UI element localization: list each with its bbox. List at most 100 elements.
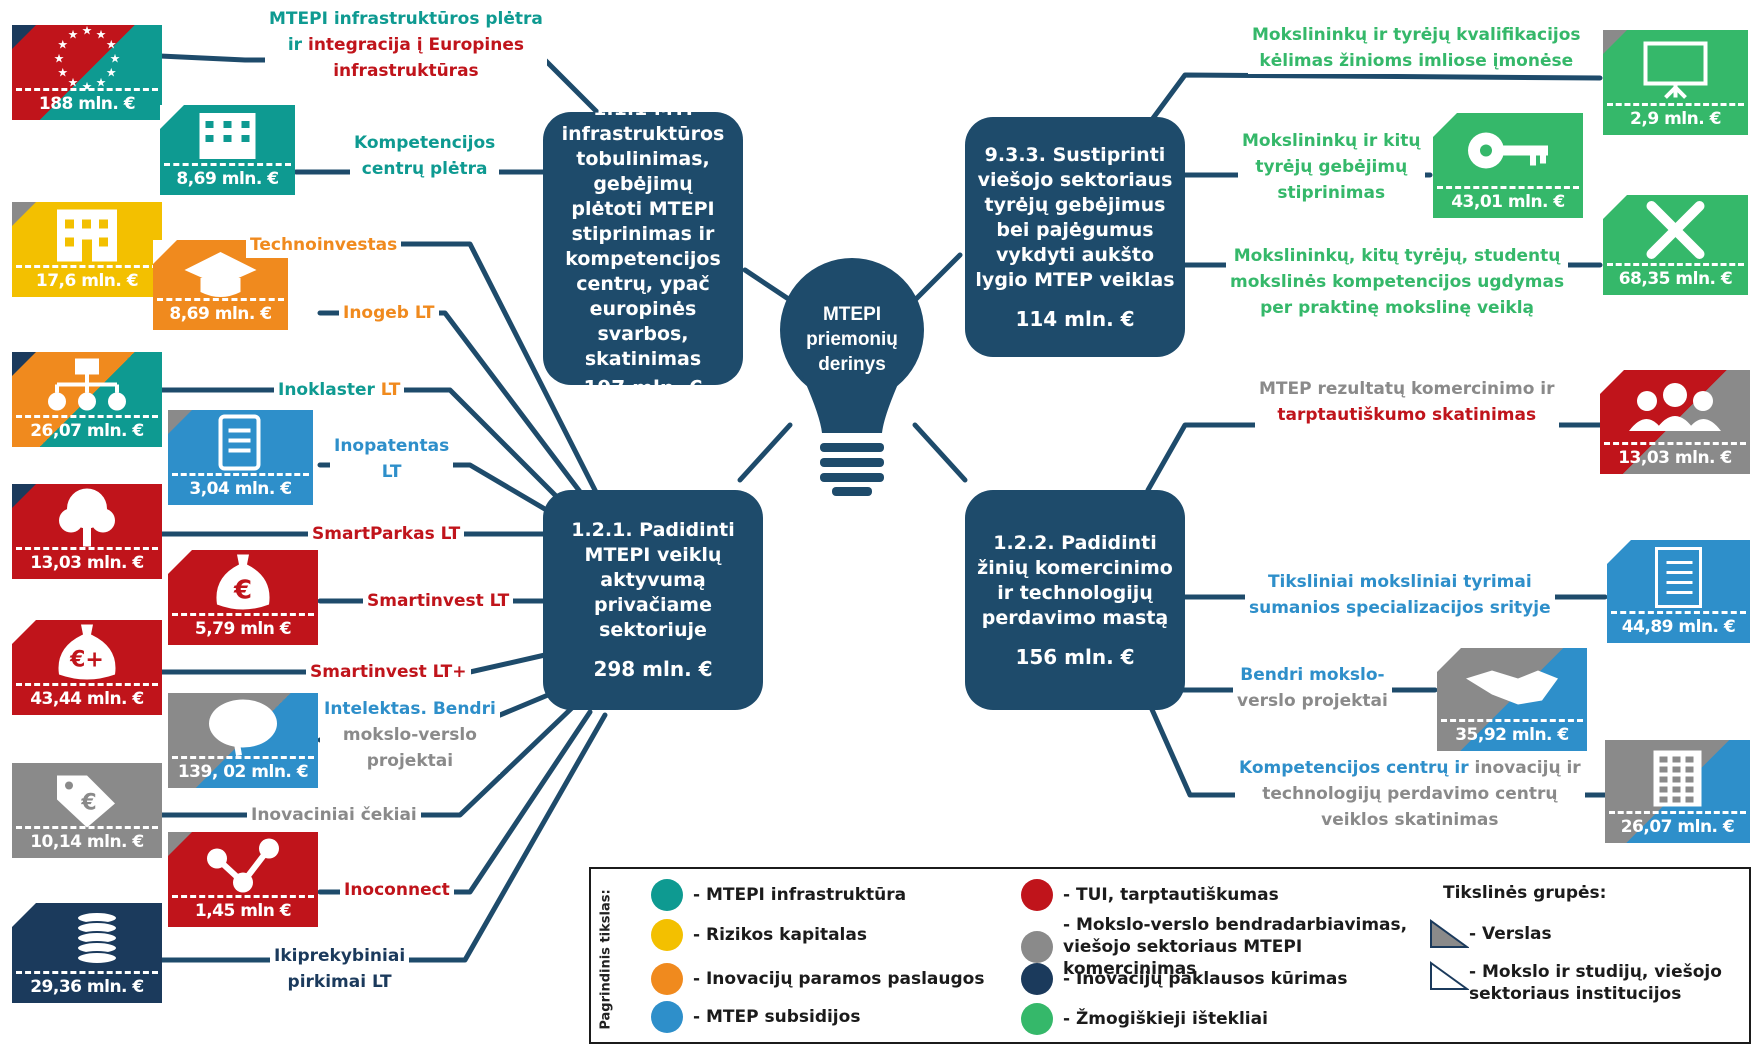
hub-title-line: plėtoti MTEPI: [571, 197, 715, 220]
label-kvalif-line-2: kėlimas žinioms imliose įmonėse: [1259, 51, 1574, 71]
key-icon: [1468, 132, 1548, 169]
legend-dot: [1021, 879, 1053, 911]
label-komp: Kompetencijos centrų plėtra: [350, 130, 500, 182]
legend-axis-label: Pagrindinis tikslas:: [598, 888, 614, 1030]
card-divider: [1607, 103, 1744, 106]
card-divider: [16, 547, 158, 550]
svg-text:★: ★: [57, 38, 68, 52]
card-gebejimai: 43,01 mln. €: [1433, 113, 1583, 218]
connector-center-h122: [912, 422, 968, 483]
connector-ikiprek: [157, 712, 608, 963]
legend-target-verslas: - Verslas: [1429, 919, 1552, 949]
scroll-icon: [218, 414, 261, 471]
hub-title-line: vykdyti aukšto: [995, 243, 1154, 266]
card-value: 35,92 mln. €: [1455, 725, 1569, 745]
center-label-line-3: derinys: [818, 354, 886, 375]
document-list-icon: [1655, 547, 1702, 608]
label-gebejimai-line-1: Mokslininkų ir kitų: [1242, 131, 1421, 151]
label-eu-line-2a: ir: [287, 35, 308, 55]
hub-title-line: lygio MTEP veiklas: [975, 268, 1175, 291]
svg-text:★: ★: [54, 52, 65, 66]
card-value: 10,14 mln. €: [30, 832, 144, 852]
price-tag-euro-icon: €: [57, 775, 115, 828]
label-tiksliniai: Tiksliniai moksliniai tyrimai sumanios s…: [1245, 569, 1555, 621]
card-divider: [16, 683, 158, 686]
hub-title-line: žinių komercinimo: [977, 556, 1173, 579]
card-value: 13,03 mln. €: [30, 553, 144, 573]
card-smartinvest: €5,79 mln €: [168, 550, 318, 645]
hub-title-line: 1.2.2. Padidinti: [993, 531, 1157, 554]
connector-center-h121: [737, 422, 793, 483]
card-divider: [164, 163, 291, 166]
center-label-line-1: MTEPI: [823, 304, 881, 325]
hub-title-line: viešojo sektoriaus: [977, 168, 1173, 191]
card-value: 43,44 mln. €: [30, 689, 144, 709]
label-intelektas-line-2: mokslo-verslo: [342, 725, 477, 745]
card-cekiai: €10,14 mln. €: [12, 763, 162, 858]
card-intelektas: 139, 02 mln. €: [168, 693, 318, 788]
card-smartinvestplus: €+43,44 mln. €: [12, 620, 162, 715]
hub-title-line: 1.2.1. Padidinti: [571, 519, 735, 541]
card-inoconnect: 1,45 mln €: [168, 832, 318, 927]
label-tarpt-line-2: tarptautiškumo skatinimas: [1277, 405, 1537, 425]
legend-axis: Pagrindinis tikslas:: [593, 879, 619, 1039]
label-eu-line-1: MTEPI infrastruktūros plėtra: [269, 9, 543, 29]
label-smartparkas: SmartParkas LT: [308, 521, 465, 547]
label-kvalif-line-1: Mokslininkų ir tyrėjų kvalifikacijos: [1252, 25, 1581, 45]
card-divider: [16, 265, 158, 268]
card-ikiprek: 29,36 mln. €: [12, 903, 162, 1003]
target-group-flag: [168, 693, 192, 717]
target-group-flag: [12, 484, 36, 508]
card-techno: 17,6 mln. €: [12, 202, 162, 297]
legend-item-paramos: - Inovacijų paramos paslaugos: [651, 963, 984, 995]
legend-item-infra: - MTEPI infrastruktūra: [651, 879, 906, 911]
label-kompcentru-line-1a: Kompetencijos centrų ir: [1239, 758, 1475, 778]
svg-text:★: ★: [96, 76, 107, 90]
legend-item-mokslo-verslo: - Mokslo-verslo bendradarbiavimas, viešo…: [1021, 914, 1421, 980]
card-inoklaster: 26,07 mln. €: [12, 352, 162, 447]
label-eu: MTEPI infrastruktūros plėtra ir integrac…: [265, 6, 547, 84]
label-gebejimai: Mokslininkų ir kitų tyrėjų gebėjimų stip…: [1238, 128, 1425, 206]
card-divider: [16, 415, 158, 418]
hub-title-line: aktyvumą: [600, 569, 706, 591]
label-eu-line-3: infrastruktūras: [333, 61, 479, 81]
card-value: 188 mln. €: [38, 94, 136, 114]
label-inoklaster-a: Inoklaster: [278, 380, 375, 400]
label-bendri-line-1: Bendri mokslo-: [1240, 665, 1385, 685]
label-inopatentas-line-1: Inopatentas: [334, 436, 450, 456]
svg-text:★: ★: [68, 27, 79, 41]
tools-icon: [1646, 201, 1705, 259]
lightbulb-icon: MTEPI priemonių derinys: [780, 258, 924, 496]
card-value: 17,6 mln. €: [35, 271, 139, 291]
legend-dot: [1021, 1003, 1053, 1035]
label-inopatentas-line-2: LT: [381, 462, 402, 482]
label-inopatentas: Inopatentas LT: [330, 433, 454, 485]
card-divider: [1604, 442, 1746, 445]
label-inoklaster: Inoklaster LT: [274, 377, 405, 403]
label-tarpt-line-1: MTEP rezultatų komercinimo ir: [1259, 379, 1555, 399]
card-smartparkas: 13,03 mln. €: [12, 484, 162, 579]
target-group-flag: [12, 620, 36, 644]
svg-text:★: ★: [57, 66, 68, 80]
card-value: 29,36 mln. €: [30, 977, 144, 997]
card-divider: [1437, 186, 1579, 189]
legend-target-text: - Mokslo ir studijų, viešojo sektoriaus …: [1469, 962, 1722, 1004]
hub-title-line: 1.1.1 MTI: [593, 97, 693, 120]
hub-title-line: ir technologijų: [997, 581, 1153, 604]
legend-dot: [1021, 963, 1053, 995]
target-group-flag: [153, 240, 177, 264]
label-tiksliniai-line-1: Tiksliniai moksliniai tyrimai: [1267, 572, 1532, 592]
card-divider: [16, 826, 158, 829]
target-group-flag: [168, 550, 192, 574]
label-kompcentru-line-3: veiklos skatinimas: [1321, 810, 1499, 830]
label-tiksliniai-line-2: sumanios specializacijos srityje: [1249, 598, 1551, 618]
connector-inoklaster: [157, 387, 573, 513]
label-technoinvestas: Technoinvestas: [246, 232, 402, 258]
card-value: 26,07 mln. €: [30, 421, 144, 441]
card-bendri: 35,92 mln. €: [1437, 648, 1587, 751]
card-divider: [16, 88, 158, 91]
legend-dot: [651, 963, 683, 995]
graduation-cap-icon: [184, 252, 257, 297]
legend-dot: [1021, 931, 1053, 963]
